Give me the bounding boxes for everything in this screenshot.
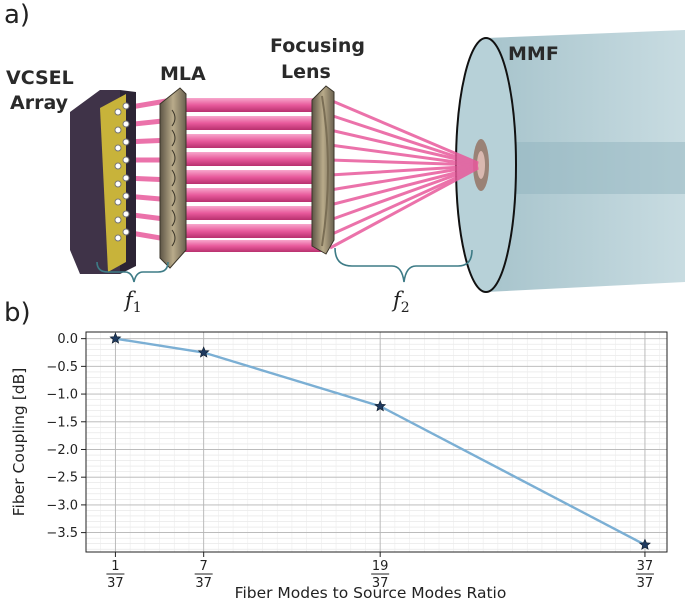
f2-label: f2 bbox=[391, 288, 410, 316]
x-tick-denominator: 37 bbox=[107, 576, 124, 591]
y-tick-label: −1.0 bbox=[46, 388, 78, 403]
focused-beams bbox=[329, 98, 479, 250]
data-point-star bbox=[374, 399, 387, 412]
vcsel-label-line1: VCSEL bbox=[6, 67, 74, 89]
y-tick-label: 0.0 bbox=[57, 332, 78, 347]
series-line bbox=[115, 337, 646, 546]
panel-a-letter: a) bbox=[4, 0, 30, 30]
mmf-label: MMF bbox=[508, 43, 559, 65]
x-tick-numerator: 1 bbox=[111, 559, 119, 574]
mmf-fiber bbox=[455, 30, 685, 293]
minor-grid bbox=[86, 332, 667, 552]
mla-label: MLA bbox=[160, 63, 206, 85]
data-point-star bbox=[109, 332, 122, 344]
x-tick-numerator: 37 bbox=[637, 559, 654, 574]
lens-label-line2: Lens bbox=[281, 61, 331, 83]
y-tick-label: −2.0 bbox=[46, 443, 78, 458]
f2-brace bbox=[334, 247, 473, 283]
f1-brace bbox=[96, 261, 169, 283]
x-axis-ticks: 1 37 7 37 19 37 37 37 bbox=[106, 552, 654, 591]
y-tick-label: −0.5 bbox=[46, 360, 78, 375]
x-tick-numerator: 19 bbox=[372, 559, 389, 574]
lens-label-line1: Focusing bbox=[270, 35, 365, 57]
focusing-lens bbox=[311, 85, 335, 255]
data-markers bbox=[109, 332, 651, 550]
y-tick-label: −3.0 bbox=[46, 498, 78, 513]
data-point-star bbox=[197, 346, 210, 358]
y-axis-label: Fiber Coupling [dB] bbox=[10, 368, 28, 517]
y-tick-label: −1.5 bbox=[46, 415, 78, 430]
coupling-chart: 0.0 −0.5 −1.0 −1.5 −2.0 −2.5 −3.0 −3.5 1 37 7 37 19… bbox=[10, 331, 668, 601]
y-axis-ticks: 0.0 −0.5 −1.0 −1.5 −2.0 −2.5 −3.0 −3.5 bbox=[46, 332, 86, 541]
major-grid bbox=[86, 332, 667, 552]
x-tick-denominator: 37 bbox=[372, 576, 389, 591]
schematic: VCSEL Array MLA Focusing Lens MMF f1 f2 bbox=[6, 30, 685, 316]
y-tick-label: −3.5 bbox=[46, 526, 78, 541]
collimated-beams bbox=[176, 98, 326, 252]
panel-b-letter: b) bbox=[4, 298, 31, 328]
x-tick-numerator: 7 bbox=[200, 559, 208, 574]
vcsel-array bbox=[70, 90, 136, 274]
x-axis-label: Fiber Modes to Source Modes Ratio bbox=[235, 584, 507, 601]
f1-label: f1 bbox=[123, 288, 142, 316]
vcsel-label-line2: Array bbox=[10, 92, 69, 114]
plot-frame bbox=[85, 331, 668, 553]
data-point-star bbox=[638, 538, 651, 550]
micro-lens-array bbox=[159, 87, 187, 269]
y-tick-label: −2.5 bbox=[46, 471, 78, 486]
x-tick-denominator: 37 bbox=[195, 576, 212, 591]
x-tick-denominator: 37 bbox=[637, 576, 654, 591]
